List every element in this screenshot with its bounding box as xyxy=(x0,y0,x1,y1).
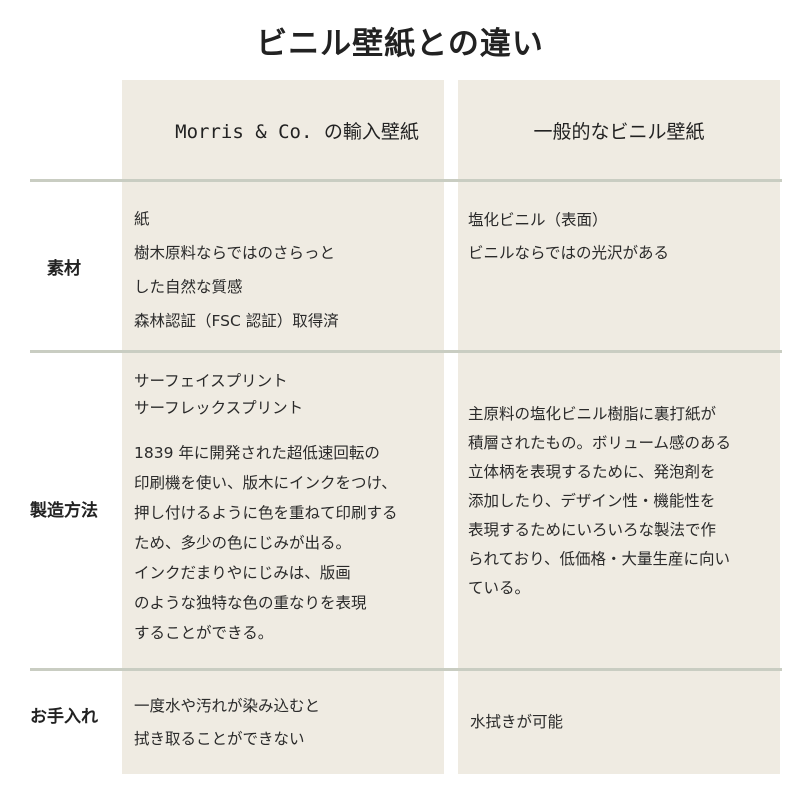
cell-line: 拭き取ることができない xyxy=(134,730,305,748)
cell-care-vinyl: 水拭きが可能 xyxy=(470,706,563,739)
cell-line: ている。 xyxy=(468,579,531,597)
page-title: ビニル壁紙との違い xyxy=(256,26,544,62)
cell-line: 積層されたもの。ボリューム感のある xyxy=(468,434,732,452)
cell-line: 1839 年に開発された超低速回転の xyxy=(134,444,380,462)
column-background-morris xyxy=(122,80,444,774)
column-header-morris: Morris & Co. の輸入壁紙 xyxy=(175,120,419,143)
cell-line: 立体柄を表現するために、発泡剤を xyxy=(468,463,716,481)
cell-line: 表現するためにいろいろな製法で作 xyxy=(468,521,717,539)
cell-line: ビニルならではの光沢がある xyxy=(468,244,670,262)
row-divider xyxy=(30,668,782,671)
column-header-vinyl: 一般的なビニル壁紙 xyxy=(533,120,705,143)
cell-line: 主原料の塩化ビニル樹脂に裏打紙が xyxy=(468,405,717,423)
row-divider xyxy=(30,350,782,353)
cell-line: 森林認証（FSC 認証）取得済 xyxy=(134,312,339,330)
row-divider xyxy=(30,179,782,182)
row-label-manufacturing: 製造方法 xyxy=(30,501,98,521)
cell-manufacturing-morris: 1839 年に開発された超低速回転の 印刷機を使い、版木にインクをつけ、 押し付… xyxy=(134,438,398,648)
cell-manufacturing-vinyl: 主原料の塩化ビニル樹脂に裏打紙が 積層されたもの。ボリューム感のある 立体柄を表… xyxy=(468,400,731,603)
column-background-vinyl xyxy=(458,80,780,774)
cell-line: 押し付けるように色を重ねて印刷する xyxy=(134,504,398,522)
cell-line: 一度水や汚れが染み込むと xyxy=(134,697,321,715)
cell-line: 印刷機を使い、版木にインクをつけ、 xyxy=(134,474,397,492)
cell-line: サーフェイスプリント xyxy=(134,372,288,390)
cell-material-vinyl: 塩化ビニル（表面） ビニルならではの光沢がある xyxy=(468,204,669,270)
row-label-material: 素材 xyxy=(47,259,81,279)
cell-line: 紙 xyxy=(134,210,150,228)
cell-line: サーフレックスプリント xyxy=(134,399,304,417)
cell-material-morris: 紙 樹木原料ならではのさらっと した自然な質感 森林認証（FSC 認証）取得済 xyxy=(134,202,339,338)
cell-line: られており、低価格・大量生産に向い xyxy=(468,550,730,568)
cell-care-morris: 一度水や汚れが染み込むと 拭き取ることができない xyxy=(134,690,320,756)
cell-line: 水拭きが可能 xyxy=(470,713,564,731)
cell-line: 塩化ビニル（表面） xyxy=(468,211,608,229)
cell-line: インクだまりやにじみは、版画 xyxy=(134,564,351,582)
cell-line: した自然な質感 xyxy=(134,278,243,296)
cell-manufacturing-morris-methods: サーフェイスプリント サーフレックスプリント xyxy=(134,368,303,422)
cell-line: することができる。 xyxy=(134,624,274,642)
cell-line: のような独特な色の重なりを表現 xyxy=(134,594,367,612)
cell-line: ため、多少の色にじみが出る。 xyxy=(134,534,352,552)
row-label-care: お手入れ xyxy=(30,707,98,727)
cell-line: 添加したり、デザイン性・機能性を xyxy=(468,492,716,510)
cell-line: 樹木原料ならではのさらっと xyxy=(134,244,336,262)
